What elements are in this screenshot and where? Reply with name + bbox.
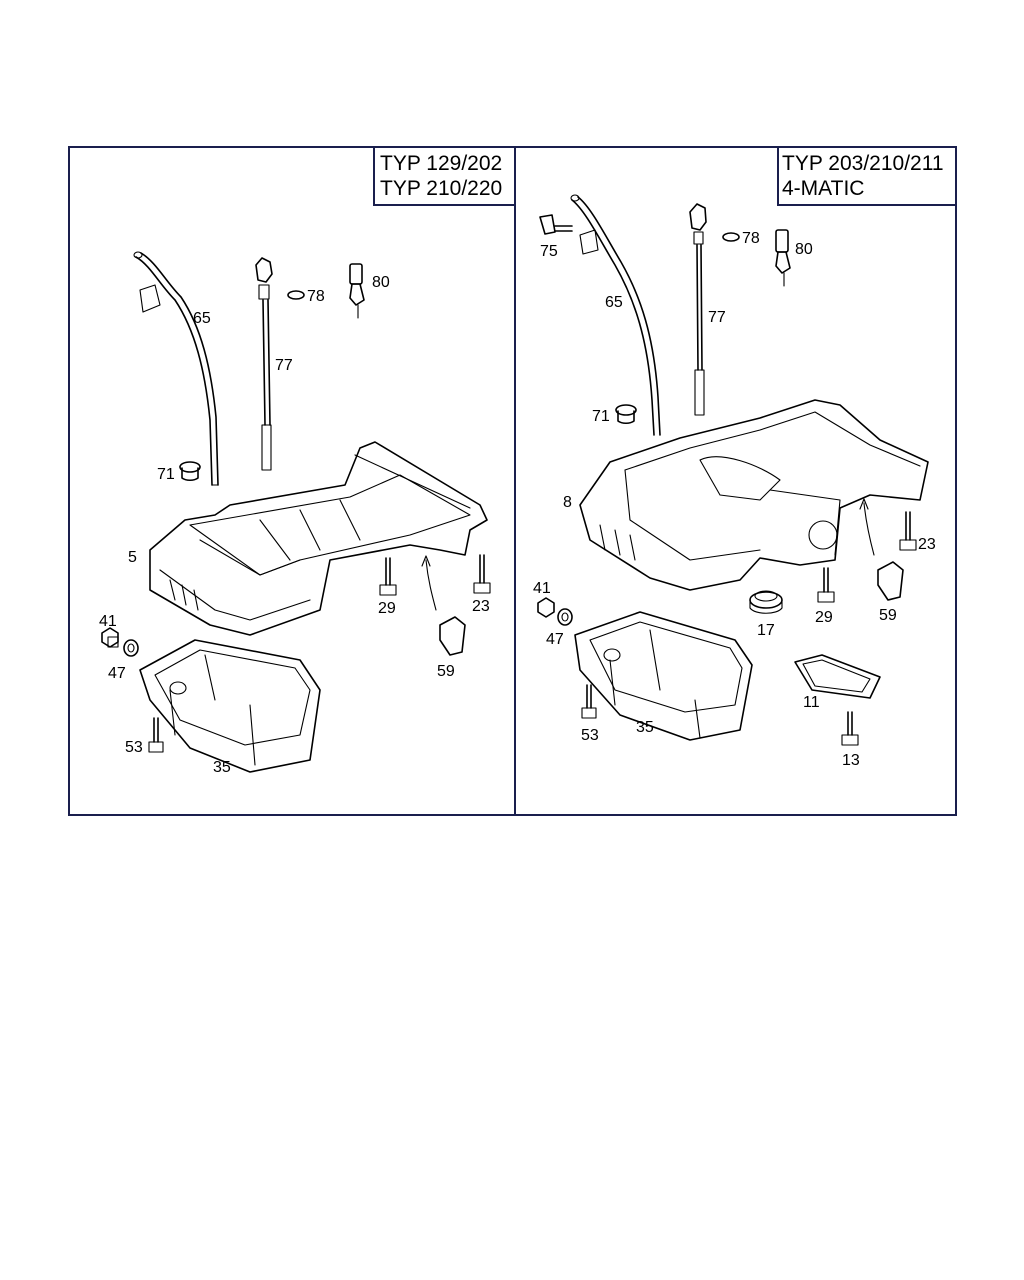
left-type-line-2: TYP 210/220	[380, 177, 502, 200]
right-callouts: 75 65 78 80 77 71 8 23 41 47 17 29 59 11…	[533, 230, 936, 769]
right-type-box	[777, 146, 957, 206]
o-ring-right	[722, 232, 740, 242]
callout-41-right: 41	[533, 580, 551, 597]
callout-59: 59	[437, 663, 455, 680]
bolt-23	[473, 554, 491, 594]
callout-17: 17	[757, 622, 775, 639]
upper-oil-pan	[149, 441, 488, 636]
callout-65-right: 65	[605, 294, 623, 311]
seal-ring	[123, 639, 139, 657]
bolt-29	[379, 557, 397, 596]
left-type-line-1: TYP 129/202	[380, 152, 502, 175]
cover-plate-right	[859, 498, 904, 601]
callout-65: 65	[193, 310, 211, 327]
callout-78: 78	[307, 288, 325, 305]
oil-filler-plug	[179, 461, 201, 482]
callout-47: 47	[108, 665, 126, 682]
callout-29: 29	[378, 600, 396, 617]
callout-80: 80	[372, 274, 390, 291]
callout-80-right: 80	[795, 241, 813, 258]
o-ring	[287, 290, 305, 300]
callout-5: 5	[128, 549, 137, 566]
dipstick-right	[689, 203, 707, 416]
callout-35: 35	[213, 759, 231, 776]
callout-71-right: 71	[592, 408, 610, 425]
callout-23: 23	[472, 598, 490, 615]
upper-oil-pan-4matic	[579, 399, 929, 591]
callout-77: 77	[275, 357, 293, 374]
drain-plug-right	[537, 597, 555, 618]
dipstick-guide-tube-right	[570, 194, 661, 436]
callout-35-right: 35	[636, 719, 654, 736]
callout-53: 53	[125, 739, 143, 756]
right-type-line-1: TYP 203/210/211	[782, 152, 944, 175]
bolt-53-right	[581, 684, 597, 719]
drain-plug	[101, 627, 119, 648]
callout-29-right: 29	[815, 609, 833, 626]
right-panel	[537, 194, 929, 746]
callout-77-right: 77	[708, 309, 726, 326]
callout-78-right: 78	[742, 230, 760, 247]
callout-75: 75	[540, 243, 558, 260]
seal-ring-right	[557, 608, 573, 626]
lower-oil-pan-right	[574, 611, 753, 741]
callout-53-right: 53	[581, 727, 599, 744]
right-type-line-2: 4-MATIC	[782, 177, 864, 200]
cover-plate	[421, 555, 466, 656]
dipstick	[255, 257, 273, 471]
lower-oil-pan	[139, 639, 321, 773]
oil-level-sensor-right	[775, 229, 791, 287]
gasket-plate	[794, 654, 881, 699]
callout-59-right: 59	[879, 607, 897, 624]
oil-level-sensor	[349, 263, 365, 319]
bolt-23-right	[899, 511, 917, 551]
callout-11: 11	[803, 694, 820, 711]
callout-13: 13	[842, 752, 860, 769]
callout-47-right: 47	[546, 631, 564, 648]
dipstick-guide-tube	[133, 251, 219, 486]
callout-23-right: 23	[918, 536, 936, 553]
diagram-frame	[68, 146, 957, 816]
callout-8: 8	[563, 494, 572, 511]
left-panel	[101, 251, 491, 773]
bolt-13	[841, 711, 859, 746]
left-type-box	[373, 146, 516, 206]
bolt-29-right	[817, 567, 835, 603]
callout-41: 41	[99, 613, 117, 630]
bolt-53	[148, 717, 164, 753]
left-callouts: 65 77 78 80 71 5 41 47 29 23 59 53 35	[99, 274, 490, 776]
grommet	[749, 590, 783, 614]
guide-tube-bolt	[539, 214, 573, 235]
callout-71: 71	[157, 466, 175, 483]
oil-filler-plug-right	[615, 404, 637, 425]
